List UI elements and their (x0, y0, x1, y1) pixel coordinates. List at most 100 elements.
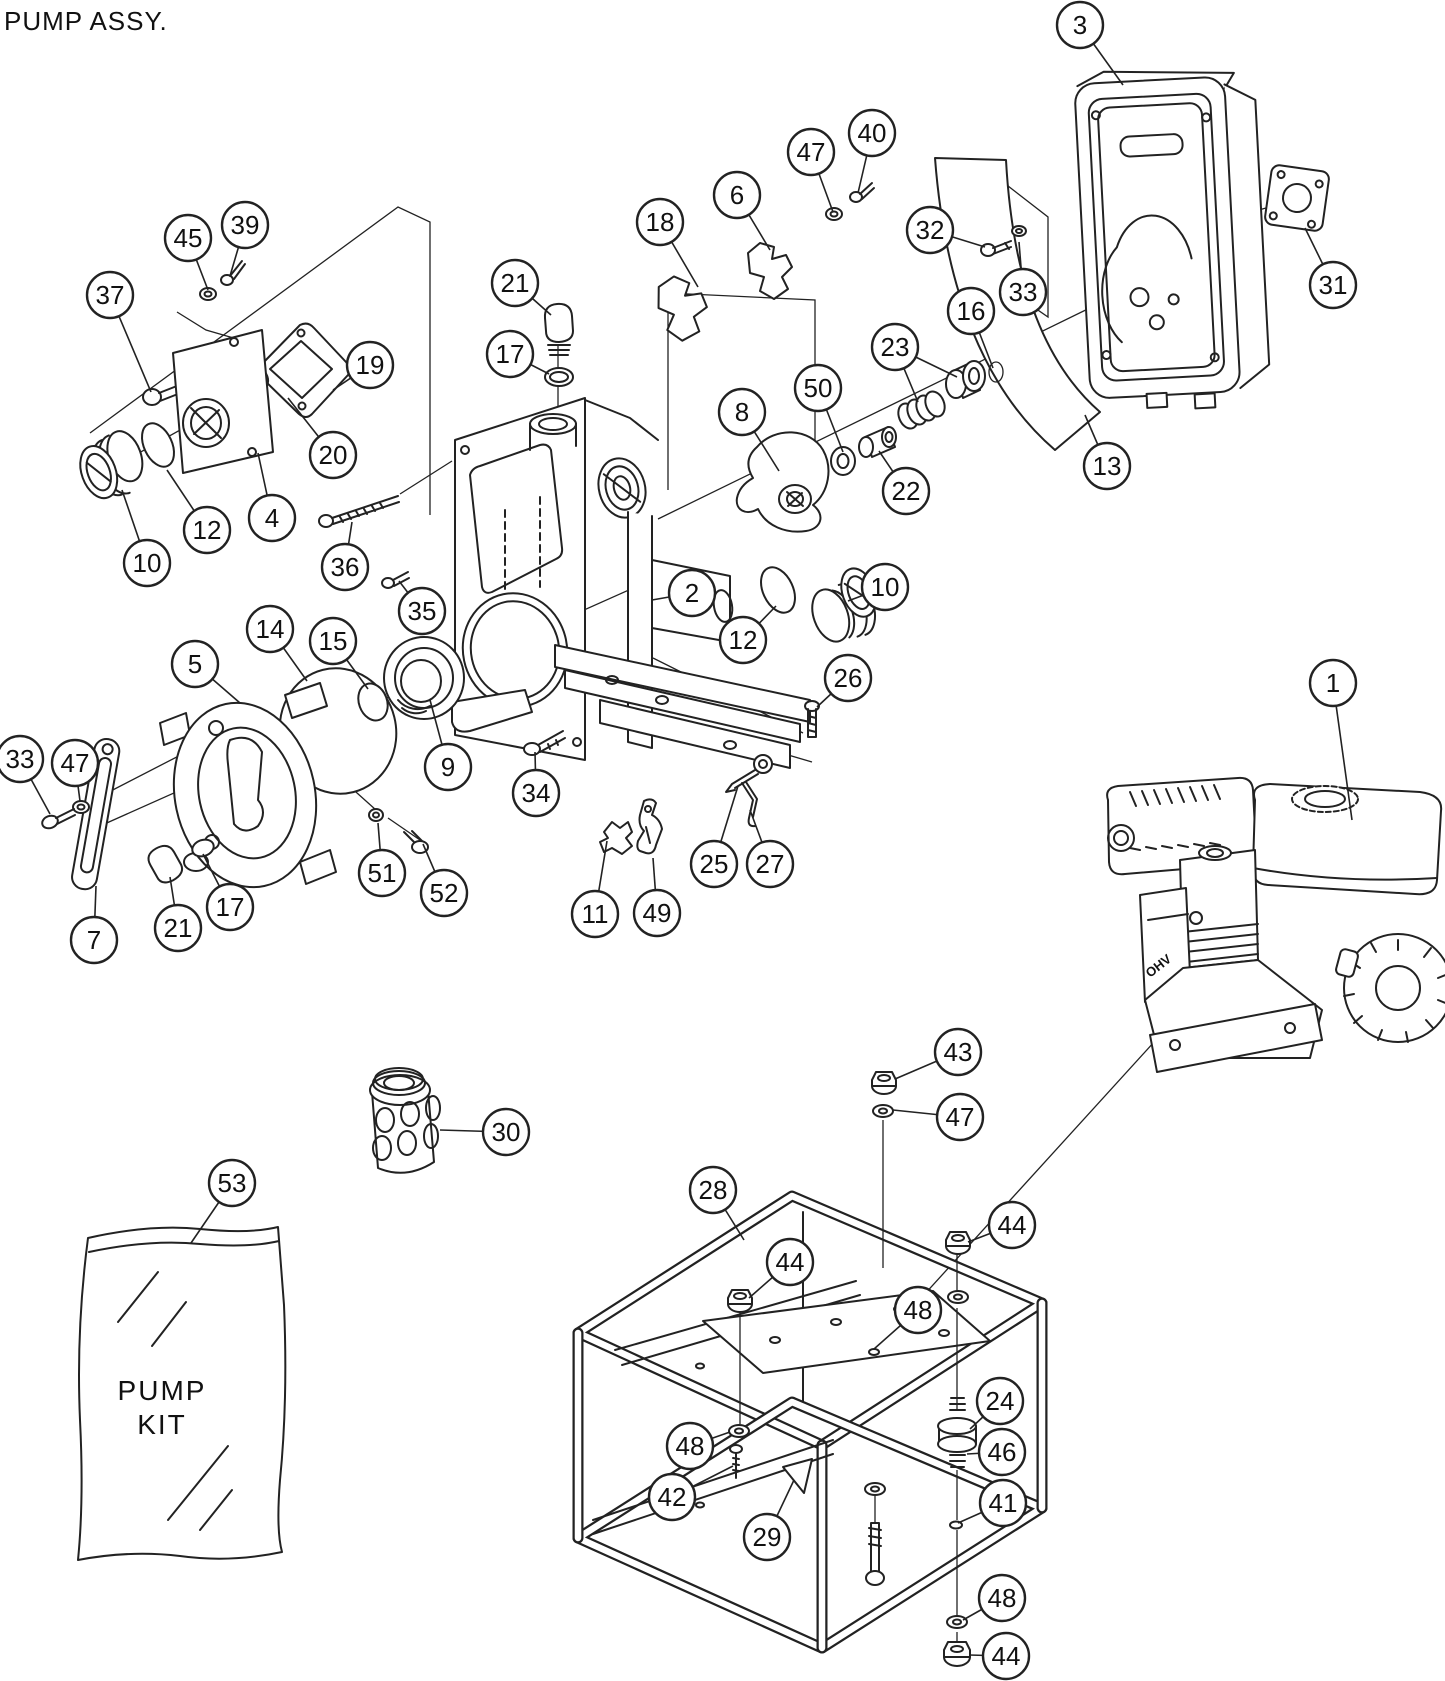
svg-text:52: 52 (430, 878, 459, 908)
callout-47: 47 (786, 127, 836, 213)
callout-33: 33 (998, 241, 1048, 317)
svg-text:47: 47 (797, 137, 826, 167)
svg-text:43: 43 (944, 1037, 973, 1067)
part-flange-4 (172, 329, 274, 474)
callout-52: 52 (419, 843, 469, 918)
svg-text:39: 39 (231, 210, 260, 240)
part-washer-48-mid (864, 1482, 886, 1496)
part-nut-43 (871, 1071, 897, 1095)
callout-45: 45 (163, 213, 213, 291)
svg-text:4: 4 (265, 503, 279, 533)
part-screw-51 (368, 808, 384, 822)
svg-text:20: 20 (319, 440, 348, 470)
callout-36: 36 (320, 521, 370, 592)
svg-text:46: 46 (988, 1437, 1017, 1467)
part-bracket-6 (747, 242, 793, 300)
svg-text:45: 45 (174, 223, 203, 253)
svg-text:14: 14 (256, 614, 285, 644)
svg-text:12: 12 (193, 515, 222, 545)
part-pump-housing (454, 397, 811, 769)
part-screw-33-left (41, 808, 76, 830)
part-washer-33-upper (1011, 225, 1027, 237)
svg-text:31: 31 (1319, 270, 1348, 300)
svg-text:10: 10 (133, 548, 162, 578)
part-washer-47-top (825, 207, 843, 221)
callout-26: 26 (816, 653, 873, 708)
part-nut-44-b (945, 1231, 971, 1255)
svg-text:47: 47 (946, 1102, 975, 1132)
part-oring-17-top (544, 367, 574, 387)
svg-text:33: 33 (6, 744, 35, 774)
svg-text:3: 3 (1073, 10, 1087, 40)
callout-43: 43 (894, 1027, 983, 1080)
callout-7: 7 (69, 885, 119, 965)
part-washer-47-left (72, 800, 90, 814)
callout-11: 11 (570, 840, 620, 939)
callout-23: 23 (870, 322, 958, 403)
part-plug-21-top (543, 302, 574, 356)
part-oring-12-left (141, 422, 175, 468)
callout-48: 48 (873, 1285, 943, 1350)
part-bracket-18 (657, 275, 708, 342)
part-engine-bolt (865, 1522, 885, 1586)
svg-text:27: 27 (756, 849, 785, 879)
svg-text:34: 34 (522, 778, 551, 808)
svg-text:49: 49 (643, 898, 672, 928)
callout-40: 40 (847, 108, 897, 194)
callout-46: 46 (966, 1427, 1027, 1477)
page-title: PUMP ASSY. (4, 6, 168, 36)
callout-18: 18 (635, 197, 699, 288)
callout-4: 4 (247, 452, 297, 543)
svg-text:33: 33 (1009, 277, 1038, 307)
part-oring-17-bottom (191, 838, 215, 858)
svg-text:21: 21 (164, 913, 193, 943)
callout-44: 44 (748, 1237, 815, 1299)
callout-5: 5 (170, 639, 241, 704)
callout-12: 12 (718, 605, 777, 665)
svg-text:6: 6 (730, 180, 744, 210)
callout-48: 48 (962, 1573, 1027, 1623)
callout-44: 44 (967, 1200, 1037, 1250)
part-frame-hardware (727, 1071, 977, 1667)
svg-text:44: 44 (776, 1247, 805, 1277)
svg-text:8: 8 (735, 397, 749, 427)
part-washer-48-bottom (946, 1615, 968, 1629)
callout-31: 31 (1304, 227, 1358, 310)
part-gasket-19 (257, 322, 351, 418)
part-nut-44-c (943, 1641, 971, 1667)
callout-22: 22 (878, 450, 931, 516)
svg-text:16: 16 (957, 296, 986, 326)
part-pump-kit-bag: PUMP KIT (77, 1226, 287, 1561)
callout-27: 27 (745, 809, 795, 889)
callout-48: 48 (665, 1421, 731, 1471)
svg-text:15: 15 (319, 626, 348, 656)
callout-2: 2 (651, 568, 717, 618)
svg-text:26: 26 (834, 663, 863, 693)
callout-17: 17 (202, 853, 255, 932)
svg-text:11: 11 (582, 899, 609, 929)
alignment-sheet-left (89, 206, 431, 515)
svg-text:17: 17 (216, 892, 245, 922)
svg-text:2: 2 (685, 578, 699, 608)
part-washer-47-frame (872, 1104, 894, 1118)
callout-12: 12 (166, 469, 232, 555)
svg-text:18: 18 (646, 207, 675, 237)
svg-text:25: 25 (700, 849, 729, 879)
callout-25: 25 (689, 785, 739, 889)
part-oring-12-right (760, 566, 796, 614)
part-plug-21-bottom (147, 844, 184, 884)
part-impeller-8 (735, 431, 830, 533)
svg-text:44: 44 (998, 1210, 1027, 1240)
callout-21: 21 (153, 876, 203, 953)
callout-47: 47 (50, 738, 100, 802)
svg-text:17: 17 (496, 339, 525, 369)
part-control-rod-25 (725, 754, 773, 793)
callout-8: 8 (717, 387, 780, 472)
callout-44: 44 (968, 1631, 1031, 1681)
callout-29: 29 (742, 1479, 795, 1562)
callout-41: 41 (957, 1478, 1028, 1528)
callout-9: 9 (423, 699, 473, 792)
callout-10: 10 (847, 562, 910, 612)
